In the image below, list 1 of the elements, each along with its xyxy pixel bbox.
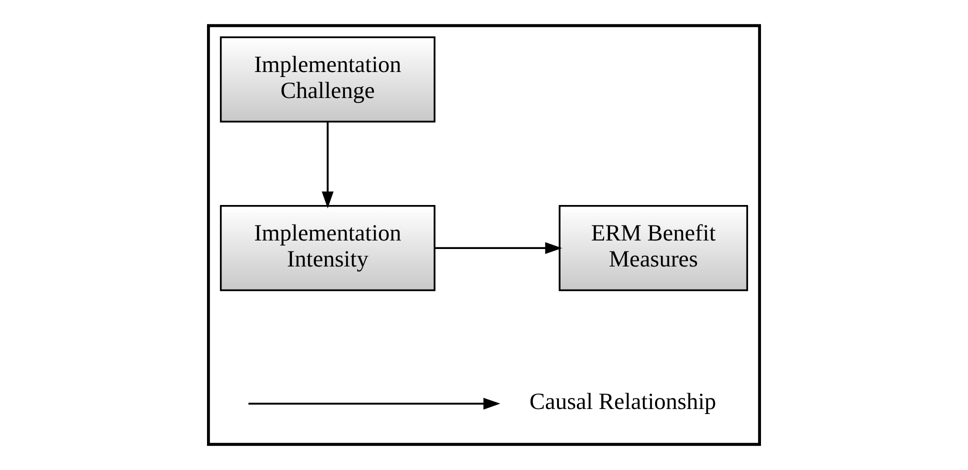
legend-label: Causal Relationship: [530, 389, 716, 416]
